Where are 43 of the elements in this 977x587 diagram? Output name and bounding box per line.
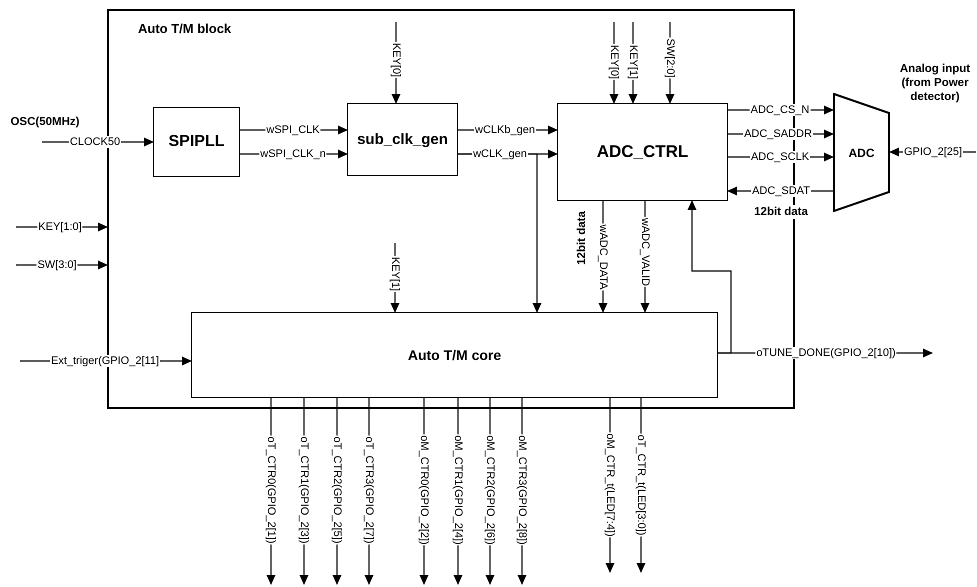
signal-label: KEY[0] xyxy=(390,42,402,78)
block-title: Auto T/M block xyxy=(138,21,232,36)
signal-label: wCLKb_gen xyxy=(474,124,536,136)
signal-label: GPIO_2[25] xyxy=(902,146,964,158)
signal-label: KEY[1:0] xyxy=(37,221,83,233)
signal-label: SW[2:0] xyxy=(664,37,676,79)
signal-label: oM_CTR2(GPIO_2[6]) xyxy=(484,434,496,546)
process-box xyxy=(557,103,728,201)
signal-label: wADC_VALID xyxy=(639,216,651,288)
signal-label: oM_CTR_t(LED[7:4]) xyxy=(604,432,616,538)
signal-label: oM_CTR0(GPIO_2[2]) xyxy=(418,434,430,546)
signal-label: oM_CTR3(GPIO_2[8]) xyxy=(516,434,528,546)
signal-label: wSPI_CLK xyxy=(265,124,321,136)
signal-label: oT_CTR0(GPIO_2[1]) xyxy=(265,436,277,544)
signal-label: oT_CTR3(GPIO_2[7]) xyxy=(363,436,375,544)
process-box xyxy=(153,107,240,177)
signal-label: KEY[0] xyxy=(608,44,620,80)
signal-label: oM_CTR1(GPIO_2[4]) xyxy=(452,434,464,546)
signal-label: Ext_triger(GPIO_2[11] xyxy=(50,355,160,367)
block-label: sub_clk_gen xyxy=(357,131,448,148)
signal-label: wADC_DATA xyxy=(597,224,609,290)
signal-label: ADC_SCLK xyxy=(750,151,810,163)
signal-label: CLOCK50 xyxy=(68,136,122,148)
signal-label: KEY[1] xyxy=(389,256,401,292)
signal-label: ADC_SADDR xyxy=(743,128,813,140)
signal-label: oT_CTR2(GPIO_2[5]) xyxy=(331,436,343,544)
block-label: ADC xyxy=(848,146,874,160)
signal-label: KEY[1] xyxy=(627,44,639,80)
signal-label: wSPI_CLK_n xyxy=(259,148,327,160)
block-label: ADC_CTRL xyxy=(596,142,688,162)
signal-label: oTUNE_DONE(GPIO_2[10]) xyxy=(755,347,897,359)
signal-label: oT_CTR_t(LED[3:0]) xyxy=(635,434,647,536)
adc-trapezoid xyxy=(833,93,890,212)
block-label: Auto T/M core xyxy=(408,347,502,363)
signal-label: oT_CTR1(GPIO_2[3]) xyxy=(298,436,310,544)
signal-label: ADC_SDAT xyxy=(751,185,811,197)
process-box xyxy=(191,312,718,398)
signal-label: SW[3:0] xyxy=(36,259,78,271)
block-label: SPIPLL xyxy=(168,133,224,151)
process-box xyxy=(347,103,458,176)
signal-label: wCLK_gen xyxy=(472,148,528,160)
arrow xyxy=(688,200,732,354)
signal-label: ADC_CS_N xyxy=(750,104,810,116)
